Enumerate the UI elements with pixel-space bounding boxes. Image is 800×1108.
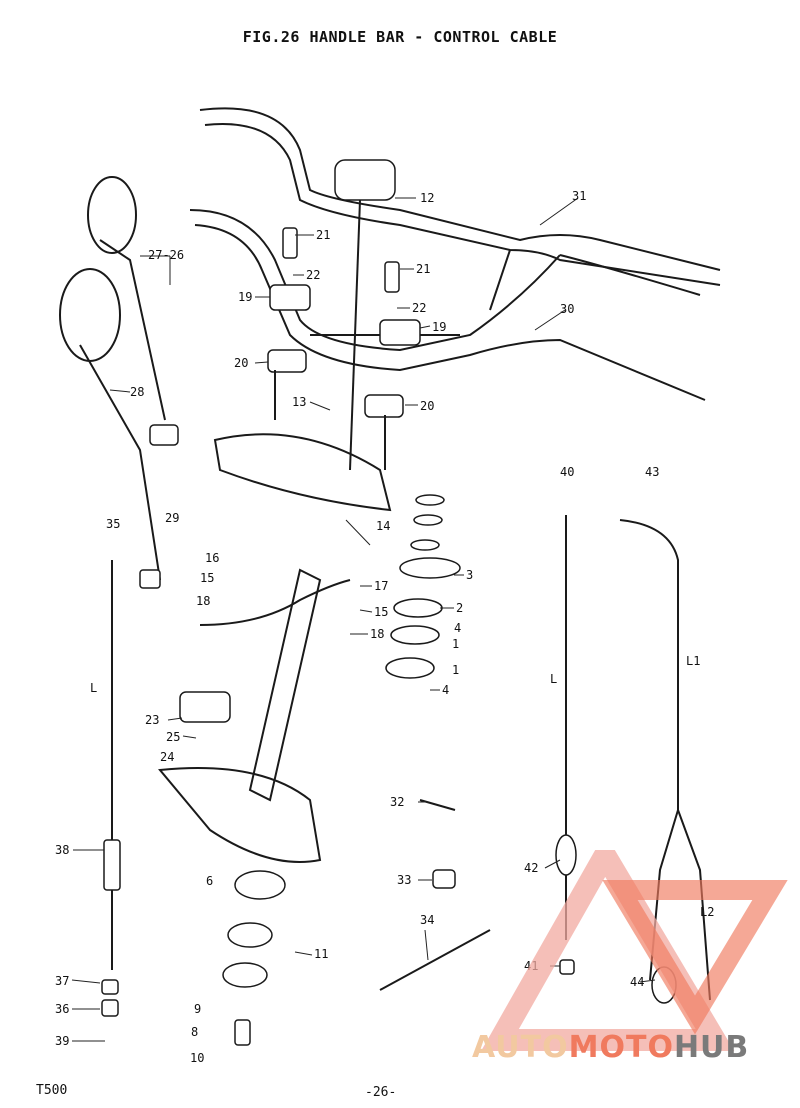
label-34: 34 [420, 913, 434, 927]
label-18b: 18 [370, 627, 384, 641]
label-3: 3 [466, 568, 473, 582]
label-19b: 19 [432, 320, 446, 334]
label-L2-right: L2 [700, 905, 714, 919]
handlebar-30 [189, 209, 561, 352]
mirror-28 [59, 268, 121, 362]
label-19a: 19 [238, 290, 252, 304]
label-15a: 15 [200, 571, 214, 585]
label-8: 8 [191, 1025, 198, 1039]
label-33: 33 [397, 873, 411, 887]
label-17: 17 [374, 579, 388, 593]
label-21b: 21 [416, 262, 430, 276]
label-31: 31 [572, 189, 586, 203]
label-2: 2 [456, 601, 463, 615]
label-38: 38 [55, 843, 69, 857]
label-23: 23 [145, 713, 159, 727]
watermark-text: AUTOMOTOHUB [472, 1030, 749, 1065]
watermark-logo [481, 850, 788, 1051]
upper-bracket [213, 433, 392, 512]
label-27-26: 27-26 [148, 248, 184, 262]
label-28: 28 [130, 385, 144, 399]
label-39: 39 [55, 1034, 69, 1048]
label-25: 25 [166, 730, 180, 744]
handlebar-31 [199, 107, 721, 271]
label-22b: 22 [412, 301, 426, 315]
label-20b: 20 [420, 399, 434, 413]
label-4b: 4 [442, 683, 449, 697]
label-40: 40 [560, 465, 574, 479]
label-20a: 20 [234, 356, 248, 370]
label-30: 30 [560, 302, 574, 316]
figure-title: FIG.26 HANDLE BAR - CONTROL CABLE [242, 28, 558, 46]
label-L1: L [90, 681, 97, 695]
watermark-part-2: MOTO [568, 1030, 674, 1065]
label-29: 29 [165, 511, 179, 525]
model-code: T500 [36, 1083, 68, 1098]
stem-nut-12 [334, 159, 396, 201]
steering-stem [248, 568, 322, 802]
label-11: 11 [314, 947, 328, 961]
watermark-part-3: HUB [673, 1030, 750, 1065]
label-16: 16 [205, 551, 219, 565]
label-4a: 4 [454, 621, 461, 635]
label-L2: L [550, 672, 557, 686]
label-43: 43 [645, 465, 659, 479]
label-10: 10 [190, 1051, 204, 1065]
label-1b: 1 [452, 663, 459, 677]
label-32: 32 [390, 795, 404, 809]
label-14: 14 [376, 519, 390, 533]
watermark-part-1: AUTO [472, 1030, 569, 1065]
label-18a: 18 [196, 594, 210, 608]
label-L1-right: L1 [686, 654, 700, 668]
label-42: 42 [524, 861, 538, 875]
label-6: 6 [206, 874, 213, 888]
cable-43 [619, 519, 679, 981]
mirror-27 [87, 176, 137, 254]
label-37: 37 [55, 974, 69, 988]
label-22a: 22 [306, 268, 320, 282]
label-1a: 1 [452, 637, 459, 651]
label-9: 9 [194, 1002, 201, 1016]
lower-bracket [158, 767, 322, 863]
label-24: 24 [160, 750, 174, 764]
label-12: 12 [420, 191, 434, 205]
label-36: 36 [55, 1002, 69, 1016]
label-13: 13 [292, 395, 306, 409]
label-35: 35 [106, 517, 120, 531]
label-21a: 21 [316, 228, 330, 242]
label-15b: 15 [374, 605, 388, 619]
page-number: -26- [365, 1085, 397, 1100]
label-44: 44 [630, 975, 644, 989]
